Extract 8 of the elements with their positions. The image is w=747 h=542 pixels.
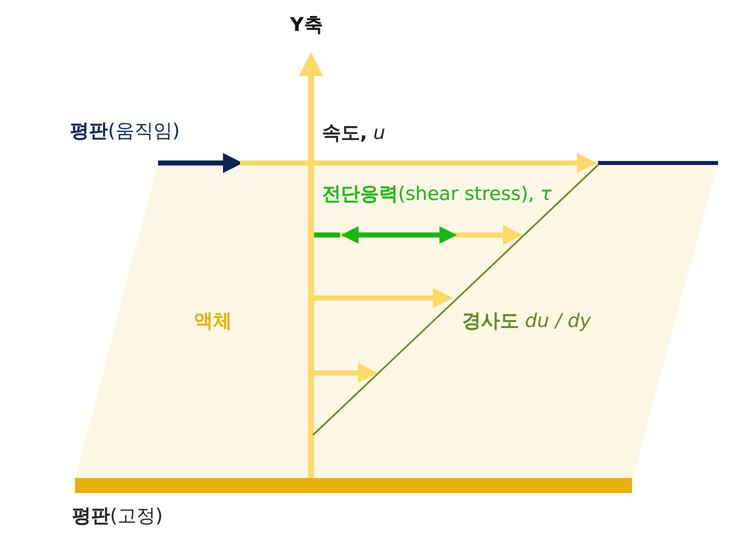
fluid-label: 액체 (194, 310, 232, 333)
axis-label: Y축 (290, 14, 323, 37)
velocity-label: 속도, u (322, 122, 386, 145)
fixed-plate (75, 478, 632, 493)
plate-label: 평판(움직임) (70, 120, 180, 143)
shear-stress-label: 전단응력(shear stress), τ (322, 183, 552, 206)
gradient-label: 경사도 du / dy (462, 310, 591, 333)
plate-label: 평판(고정) (72, 505, 163, 528)
